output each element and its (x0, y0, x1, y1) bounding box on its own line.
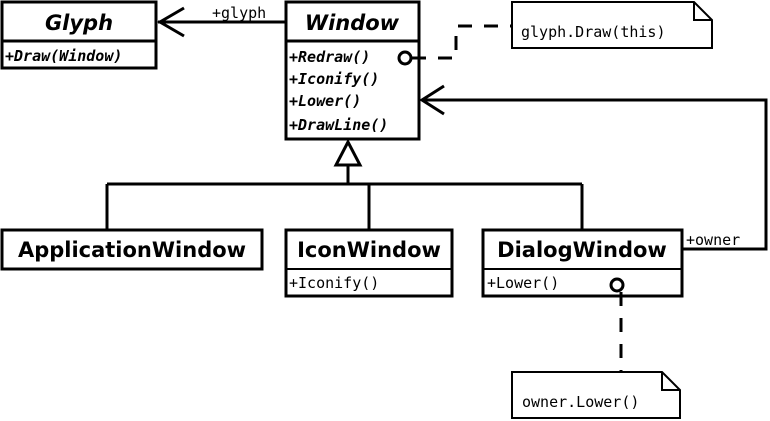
application-window-class: ApplicationWindow (0, 228, 264, 271)
window-op-redraw: +Redraw() (289, 48, 370, 66)
glyph-association: +glyph (157, 4, 286, 38)
application-window-class-name: ApplicationWindow (18, 238, 246, 262)
window-class: Window +Redraw() +Iconify() +Lower() +Dr… (284, 0, 421, 141)
lower-note: owner.Lower() (511, 371, 681, 419)
redraw-note: glyph.Draw(this) (511, 1, 713, 49)
dialog-window-op-lower: +Lower() (487, 274, 559, 292)
redraw-note-text: glyph.Draw(this) (521, 23, 666, 41)
glyph-class-name: Glyph (45, 11, 113, 35)
window-class-name: Window (305, 11, 400, 35)
glyph-role-label: +glyph (212, 4, 266, 22)
redraw-note-connector (397, 24, 512, 66)
glyph-class: Glyph +Draw(Window) (0, 0, 158, 70)
generalization-arrow (105, 138, 584, 230)
window-op-drawline: +DrawLine() (289, 116, 388, 134)
icon-window-op-iconify: +Iconify() (289, 274, 379, 292)
lower-note-connector (609, 277, 625, 372)
lower-note-text: owner.Lower() (522, 393, 639, 411)
dialog-window-class-name: DialogWindow (497, 238, 667, 262)
window-op-iconify: +Iconify() (289, 70, 379, 88)
window-op-lower: +Lower() (289, 92, 361, 110)
owner-role-label: +owner (686, 231, 740, 249)
owner-association: +owner (419, 84, 768, 251)
glyph-op-draw: +Draw(Window) (5, 47, 122, 65)
icon-window-class-name: IconWindow (297, 238, 441, 262)
dialog-window-class: DialogWindow +Lower() (481, 228, 684, 298)
icon-window-class: IconWindow +Iconify() (284, 228, 454, 298)
